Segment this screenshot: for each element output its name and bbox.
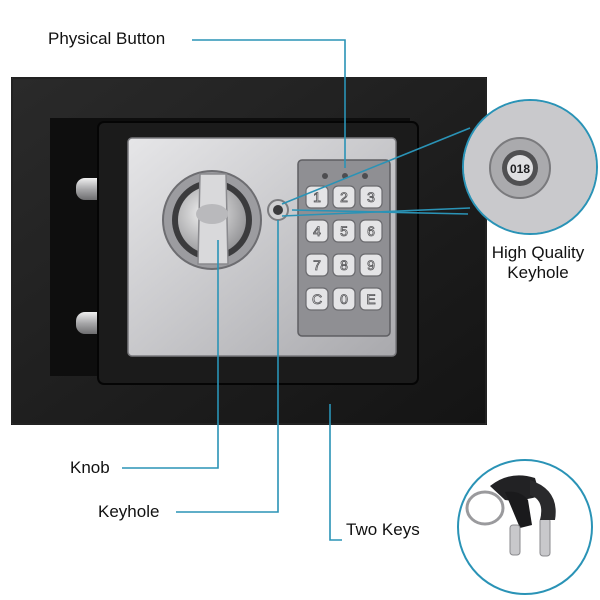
keyhole-number: 018 bbox=[510, 162, 530, 176]
keys-detail-zoom bbox=[457, 459, 593, 595]
keypad-key-4: 4 bbox=[305, 219, 329, 243]
label-physical-button: Physical Button bbox=[48, 29, 166, 48]
keypad-key-0: 0 bbox=[332, 287, 356, 311]
label-high-quality-keyhole: High Quality Keyhole bbox=[476, 243, 600, 283]
keypad-key-e: E bbox=[359, 287, 383, 311]
svg-text:0: 0 bbox=[340, 291, 348, 307]
svg-text:4: 4 bbox=[313, 223, 321, 239]
keypad-key-6: 6 bbox=[359, 219, 383, 243]
keypad-key-2: 2 bbox=[332, 185, 356, 209]
svg-text:8: 8 bbox=[340, 257, 348, 273]
leader-physical-button bbox=[192, 39, 346, 168]
label-knob: Knob bbox=[70, 458, 110, 477]
keypad-key-8: 8 bbox=[332, 253, 356, 277]
svg-text:2: 2 bbox=[340, 189, 348, 205]
svg-text:C: C bbox=[312, 291, 322, 307]
svg-text:6: 6 bbox=[367, 223, 375, 239]
leader-knob bbox=[122, 240, 219, 469]
label-two-keys: Two Keys bbox=[346, 520, 420, 539]
zoom-ray-bottom bbox=[281, 207, 471, 217]
svg-text:1: 1 bbox=[313, 189, 321, 205]
keypad-key-c: C bbox=[305, 287, 329, 311]
svg-text:7: 7 bbox=[313, 257, 321, 273]
zoom-ray-top bbox=[281, 127, 471, 205]
keypad-key-3: 3 bbox=[359, 185, 383, 209]
knob bbox=[162, 170, 262, 270]
label-high-quality-line1: High Quality bbox=[491, 243, 585, 262]
svg-text:5: 5 bbox=[340, 223, 348, 239]
svg-text:E: E bbox=[366, 291, 375, 307]
keypad-key-9: 9 bbox=[359, 253, 383, 277]
keyhole-detail-zoom: 018 bbox=[462, 99, 598, 235]
keypad-key-7: 7 bbox=[305, 253, 329, 277]
leader-keyhole bbox=[176, 220, 279, 513]
leader-lines bbox=[122, 39, 471, 541]
label-high-quality-line2: Keyhole bbox=[507, 263, 569, 282]
label-keyhole: Keyhole bbox=[98, 502, 160, 521]
keypad-key-5: 5 bbox=[332, 219, 356, 243]
svg-text:9: 9 bbox=[367, 257, 375, 273]
leader-two-keys bbox=[329, 404, 342, 541]
svg-text:3: 3 bbox=[367, 189, 375, 205]
keypad: 1 2 3 4 5 6 7 8 9C 0 E bbox=[297, 159, 391, 337]
